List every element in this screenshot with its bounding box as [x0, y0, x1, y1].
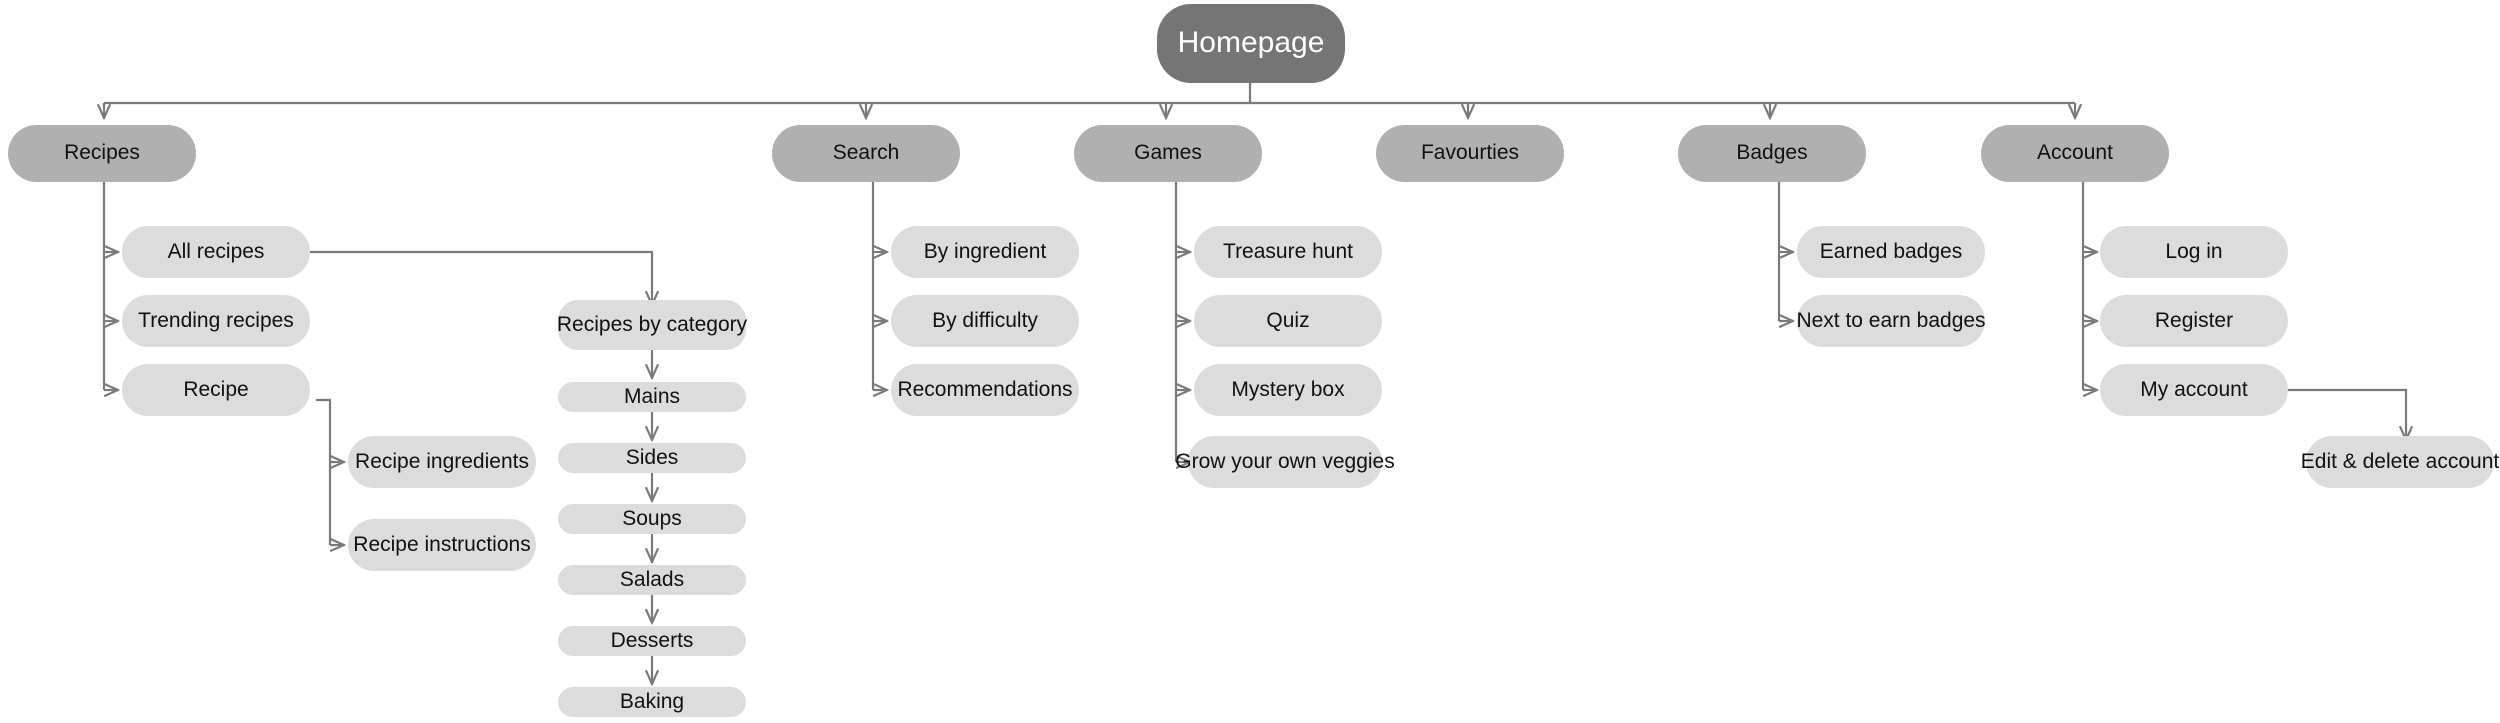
node-label: Mystery box [1231, 377, 1345, 401]
node-label: Grow your own veggies [1175, 449, 1395, 473]
node-next-to-earn-badges[interactable]: Next to earn badges [1796, 295, 1986, 347]
node-label: Recipe ingredients [355, 449, 529, 473]
node-edit-delete-account[interactable]: Edit & delete account [2301, 436, 2499, 488]
node-label: My account [2140, 377, 2248, 401]
node-by-ingredient[interactable]: By ingredient [891, 226, 1079, 278]
node-label: Earned badges [1819, 239, 1963, 263]
node-recipes-by-category[interactable]: Recipes by category [556, 300, 748, 350]
node-label: Soups [622, 506, 682, 530]
node-recipes[interactable]: Recipes [8, 125, 196, 182]
node-treasure-hunt[interactable]: Treasure hunt [1194, 226, 1382, 278]
node-label: Games [1134, 141, 1202, 165]
node-games[interactable]: Games [1074, 125, 1262, 182]
node-label: Trending recipes [138, 308, 294, 332]
node-grow-your-own-veggies[interactable]: Grow your own veggies [1175, 436, 1395, 488]
node-sides[interactable]: Sides [558, 443, 746, 473]
node-recipe[interactable]: Recipe [122, 364, 310, 416]
node-trending-recipes[interactable]: Trending recipes [122, 295, 310, 347]
node-favourties[interactable]: Favourties [1376, 125, 1564, 182]
node-label: Recipe [183, 377, 249, 401]
node-by-difficulty[interactable]: By difficulty [891, 295, 1079, 347]
node-register[interactable]: Register [2100, 295, 2288, 347]
node-homepage[interactable]: Homepage [1157, 4, 1345, 83]
node-label: Log in [2165, 239, 2223, 263]
node-label: Recipes by category [556, 312, 748, 336]
node-label: Quiz [1266, 308, 1310, 332]
node-label: Desserts [610, 628, 694, 652]
node-mains[interactable]: Mains [558, 382, 746, 412]
node-label: Mains [623, 384, 681, 408]
node-label: Favourties [1420, 141, 1520, 165]
node-baking[interactable]: Baking [558, 687, 746, 717]
node-recommendations[interactable]: Recommendations [891, 364, 1079, 416]
node-label: All recipes [167, 239, 265, 263]
node-label: Edit & delete account [2300, 449, 2500, 473]
node-label: Search [832, 141, 900, 165]
node-mystery-box[interactable]: Mystery box [1194, 364, 1382, 416]
node-recipe-instructions[interactable]: Recipe instructions [348, 519, 536, 571]
node-label: By difficulty [932, 308, 1038, 332]
node-all-recipes[interactable]: All recipes [122, 226, 310, 278]
node-label: Sides [625, 445, 679, 469]
node-desserts[interactable]: Desserts [558, 626, 746, 656]
node-label: Baking [619, 689, 685, 713]
node-search[interactable]: Search [772, 125, 960, 182]
node-label: Recipe instructions [353, 532, 531, 556]
node-salads[interactable]: Salads [558, 565, 746, 595]
node-label: Salads [619, 567, 685, 591]
node-label: Recipes [64, 141, 140, 165]
node-label: By ingredient [923, 239, 1047, 263]
node-label: Treasure hunt [1223, 239, 1353, 263]
node-quiz[interactable]: Quiz [1194, 295, 1382, 347]
node-log-in[interactable]: Log in [2100, 226, 2288, 278]
node-label: Register [2154, 308, 2234, 332]
node-label: Homepage [1177, 26, 1325, 60]
node-label: Account [2037, 141, 2113, 165]
node-recipe-ingredients[interactable]: Recipe ingredients [348, 436, 536, 488]
node-soups[interactable]: Soups [558, 504, 746, 534]
node-account[interactable]: Account [1981, 125, 2169, 182]
node-earned-badges[interactable]: Earned badges [1797, 226, 1985, 278]
node-badges[interactable]: Badges [1678, 125, 1866, 182]
node-label: Next to earn badges [1796, 308, 1986, 332]
node-my-account[interactable]: My account [2100, 364, 2288, 416]
node-label: Recommendations [897, 377, 1073, 401]
node-label: Badges [1736, 141, 1808, 165]
